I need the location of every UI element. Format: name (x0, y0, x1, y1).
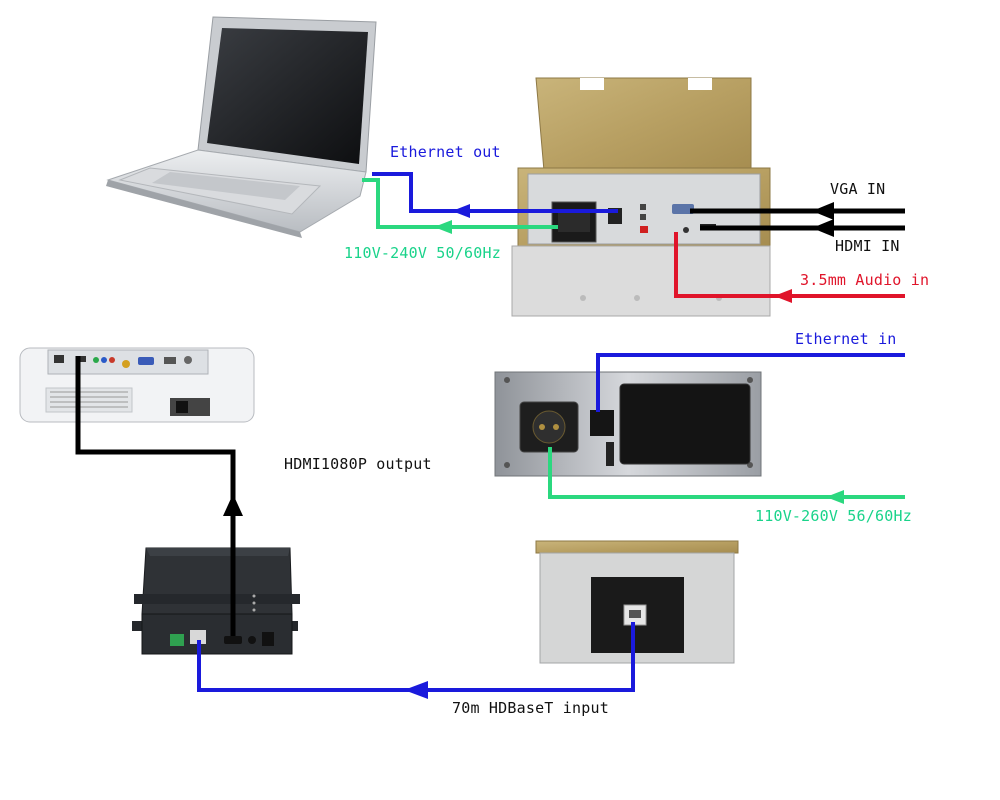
hdmi-output-line (75, 356, 236, 636)
hdmi-output-arrow (223, 494, 243, 516)
power-top-label: 110V-240V 50/60Hz (344, 244, 501, 262)
ethernet-in-line (596, 353, 905, 412)
hdmi-output-label: HDMI1080P output (284, 455, 432, 473)
audio-in-label: 3.5mm Audio in (800, 271, 930, 289)
projector-icon (19, 347, 255, 423)
audio-in-line (674, 232, 905, 298)
hdbaset-input-label: 70m HDBaseT input (452, 699, 609, 717)
hdbaset-input-arrow (404, 681, 428, 699)
power-bottom-arrow (826, 490, 844, 504)
hdbaset-receiver-icon (132, 547, 300, 655)
power-top-line (362, 178, 558, 229)
ethernet-out-label: Ethernet out (390, 143, 501, 161)
floor-socket-box-icon (511, 77, 771, 317)
hdmi-in-arrow (812, 219, 834, 237)
rj45-wall-plate-icon (535, 540, 739, 664)
audio-in-arrow (774, 289, 792, 303)
vga-in-arrow (812, 202, 834, 220)
ethernet-out-line (372, 172, 618, 213)
power-bottom-line (548, 447, 905, 499)
vga-in-label: VGA IN (830, 180, 886, 198)
laptop-icon (106, 16, 377, 238)
power-top-arrow (434, 220, 452, 234)
ethernet-in-label: Ethernet in (795, 330, 897, 348)
ethernet-out-arrow (452, 204, 470, 218)
socket-back-panel-icon (494, 371, 762, 477)
power-bottom-label: 110V-260V 56/60Hz (755, 507, 912, 525)
hdmi-in-label: HDMI IN (835, 237, 900, 255)
